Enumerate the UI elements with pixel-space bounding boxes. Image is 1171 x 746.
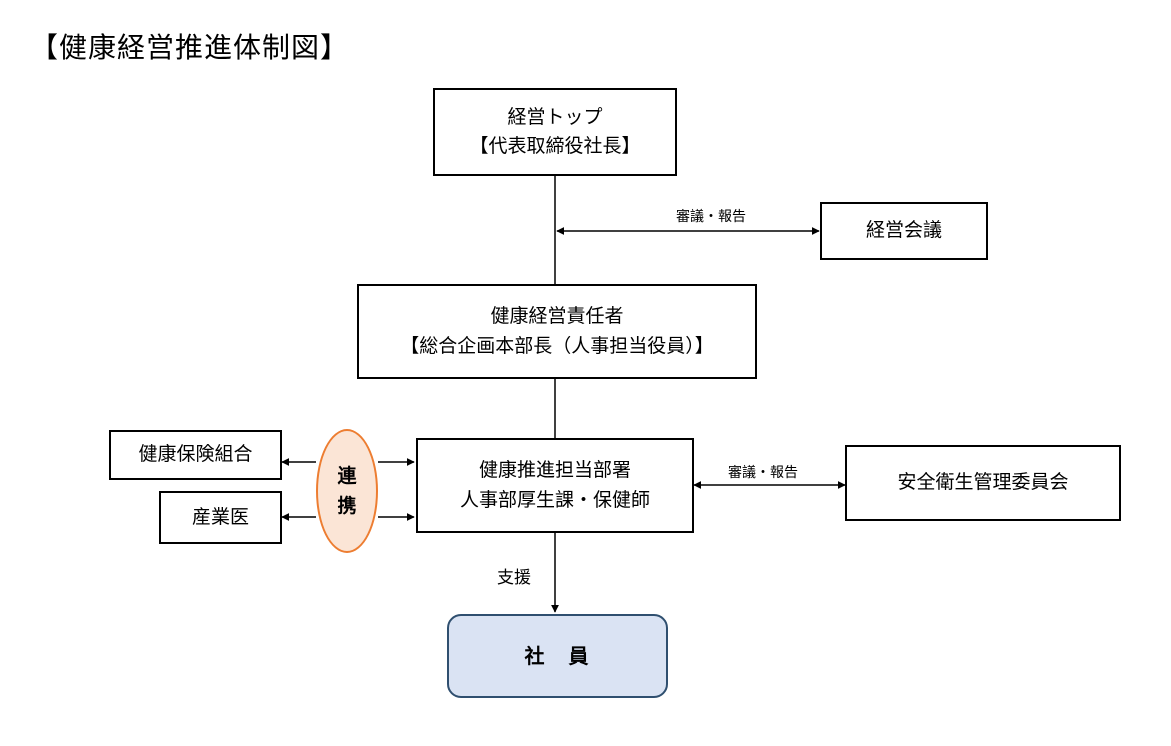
label-dept-committee: 審議・報告: [728, 465, 798, 481]
diagram-title: 【健康経営推進体制図】: [30, 31, 350, 64]
cooperation-line2: 携: [337, 495, 357, 517]
node-meeting-label: 経営会議: [865, 219, 942, 242]
node-management-meeting: 経営会議: [820, 202, 988, 260]
node-dept-line2: 人事部厚生課・保健師: [459, 488, 650, 511]
node-top-management: 経営トップ 【代表取締役社長】: [433, 88, 677, 176]
node-safety-committee: 安全衛生管理委員会: [845, 445, 1121, 521]
cooperation-ellipse: 連 携: [316, 429, 378, 553]
node-officer-line1: 健康経営責任者: [490, 305, 624, 328]
node-health-officer: 健康経営責任者 【総合企画本部長（人事担当役員）】: [357, 284, 757, 379]
label-support: 支援: [497, 568, 531, 588]
node-employees: 社 員: [447, 614, 668, 698]
node-industrial-doctor: 産業医: [159, 491, 282, 544]
node-employees-label: 社 員: [524, 643, 591, 668]
cooperation-line1: 連: [337, 464, 357, 487]
node-officer-line2: 【総合企画本部長（人事担当役員）】: [400, 334, 714, 357]
node-health-insurance: 健康保険組合: [109, 430, 282, 480]
node-dept-line1: 健康推進担当部署: [478, 459, 631, 482]
node-health-dept: 健康推進担当部署 人事部厚生課・保健師: [416, 438, 694, 533]
node-committee-label: 安全衛生管理委員会: [897, 471, 1069, 494]
node-insurance-label: 健康保険組合: [138, 443, 253, 466]
node-top-line2: 【代表取締役社長】: [469, 135, 641, 157]
node-top-line1: 経営トップ: [507, 105, 603, 128]
node-doctor-label: 産業医: [191, 505, 249, 528]
label-top-meeting: 審議・報告: [676, 209, 746, 225]
